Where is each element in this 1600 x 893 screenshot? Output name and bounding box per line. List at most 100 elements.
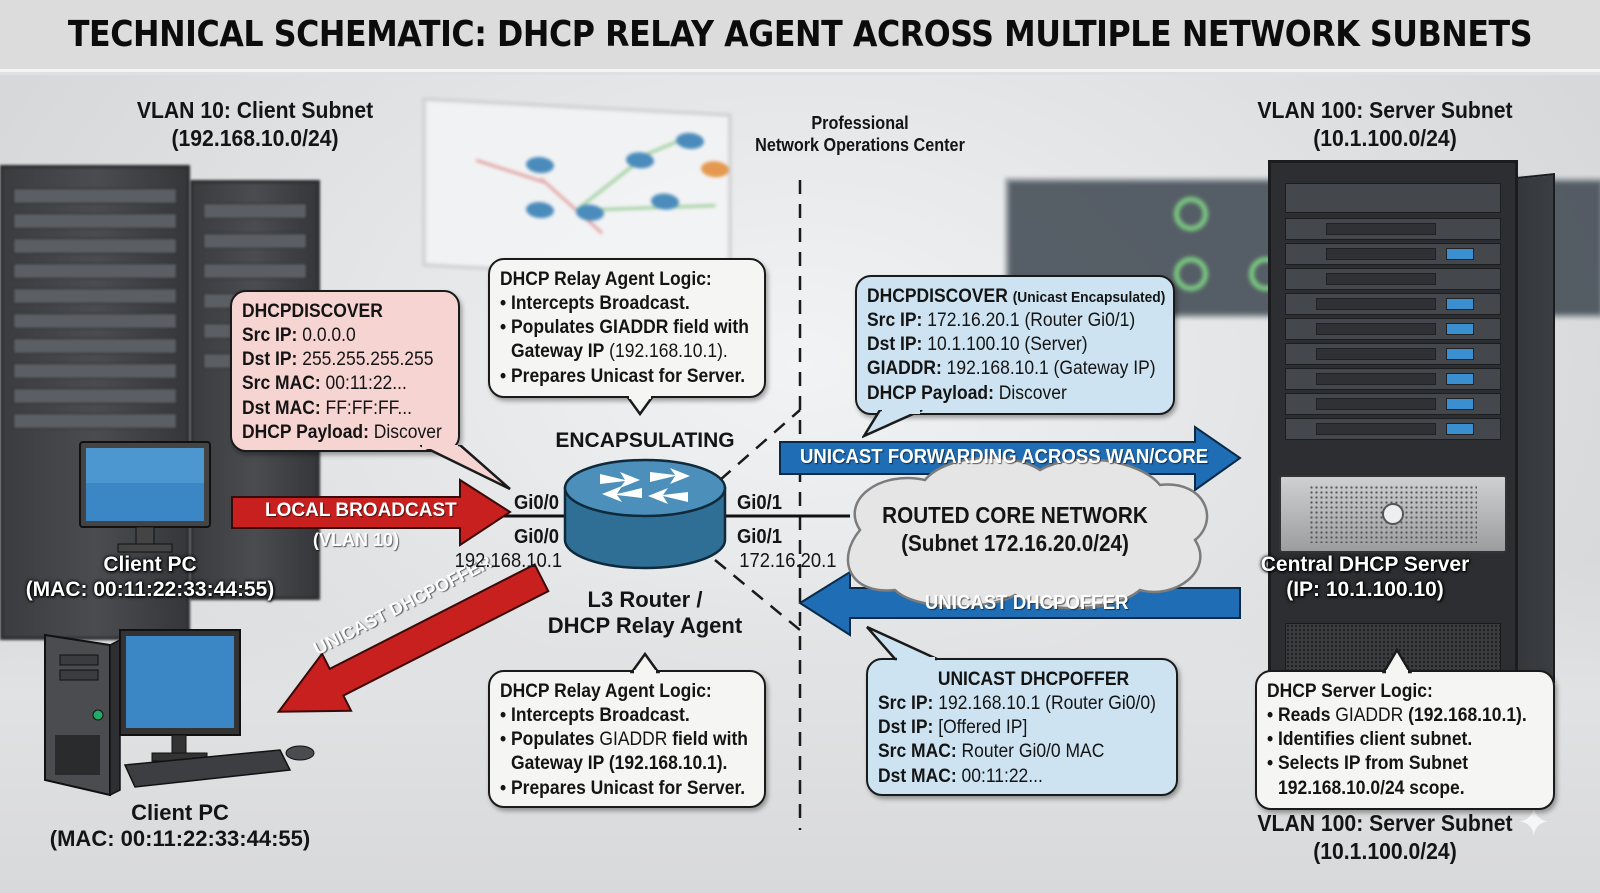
bullet-text: Prepares Unicast for Server. — [510, 365, 746, 387]
router-icon — [563, 458, 727, 570]
client-pc-1-mac: (MAC: 00:11:22:33:44:55) — [25, 578, 275, 602]
bullet: • — [500, 317, 507, 339]
bullet: • — [500, 293, 507, 315]
server-label-line1: Central DHCP Server — [1260, 553, 1470, 576]
callout-dhcpdiscover-encapsulated: DHCPDISCOVER (Unicast Encapsulated) Src … — [855, 275, 1175, 415]
bullet-text: Intercepts Broadcast. — [510, 705, 690, 727]
field-value: 00:11:22... — [325, 373, 407, 395]
left-server-rack-1 — [0, 165, 190, 640]
callout-unicast-dhcpoffer: UNICAST DHCPOFFER Src IP: 192.168.10.1 (… — [866, 658, 1178, 796]
client-pc-2-name: Client PC — [131, 800, 229, 825]
field-key: DHCP Payload: — [242, 421, 369, 443]
field-key: GIADDR: — [867, 358, 942, 380]
encapsulating-label: ENCAPSULATING — [555, 429, 735, 452]
router-gi00-bottom: Gi0/0 — [513, 526, 559, 548]
bullet: • — [1267, 753, 1274, 775]
field-value: 00:11:22... — [961, 765, 1043, 787]
discover-encap-title: DHCPDISCOVER — [867, 286, 1008, 307]
client-pc-monitor-icon — [79, 441, 211, 553]
callout-relay-logic-bottom: DHCP Relay Agent Logic: • Intercepts Bro… — [488, 670, 766, 808]
router-label: L3 Router / DHCP Relay Agent — [530, 587, 760, 640]
callout-pointer — [420, 445, 511, 491]
bullet-text: Prepares Unicast for Server. — [510, 777, 746, 799]
field-value: Router Gi0/0 MAC — [961, 741, 1105, 763]
field-key: DHCP Payload: — [867, 382, 994, 404]
field-value: 10.1.100.10 (Server) — [927, 334, 1088, 356]
bullet-text: Gateway IP (192.168.10.1). — [511, 753, 728, 775]
bullet-text: Intercepts Broadcast. — [510, 293, 690, 315]
field-value: 255.255.255.255 — [302, 349, 434, 371]
client-pc-desktop-icon — [44, 629, 315, 797]
vlan10-title: VLAN 10: Client Subnet — [136, 97, 374, 123]
field-value: 172.16.20.1 (Router Gi0/1) — [927, 310, 1136, 332]
unicast-offer-right-label: UNICAST DHCPOFFER — [925, 592, 1129, 614]
noc-line1: Professional — [811, 113, 909, 133]
offer-title: UNICAST DHCPOFFER — [937, 669, 1130, 690]
router-gi00-ip: 192.168.10.1 — [454, 550, 563, 572]
client-pc-1-label: Client PC (MAC: 00:11:22:33:44:55) — [20, 552, 280, 602]
field-value: Discover — [998, 382, 1067, 404]
callout-pointer — [1382, 648, 1412, 674]
local-broadcast-label: LOCAL BROADCAST — [265, 500, 457, 521]
bullet: • — [500, 365, 507, 387]
local-broadcast-sublabel: (VLAN 10) — [313, 530, 400, 550]
router-gi01-ip: 172.16.20.1 — [739, 550, 837, 572]
unicast-offer-arrow-left — [276, 563, 550, 713]
bullet-text: Reads — [1277, 705, 1331, 727]
core-network-line2: (Subnet 172.16.20.0/24) — [901, 529, 1129, 556]
bullet-text: (192.168.10.1). — [1408, 705, 1527, 727]
bullet-text: Identifies client subnet. — [1277, 729, 1473, 751]
field-value: Discover — [373, 421, 442, 443]
discover-client-title: DHCPDISCOVER — [242, 301, 383, 322]
routed-core-cloud — [846, 456, 1209, 610]
field-key: Src MAC: — [242, 373, 321, 395]
field-key: Src IP: — [242, 325, 298, 347]
router-dashed-lower — [714, 559, 801, 631]
vlan100-bottom-title: VLAN 100: Server Subnet — [1257, 810, 1513, 836]
callout-pointer — [862, 410, 923, 439]
field-key: Src IP: — [878, 693, 934, 715]
client-pc-1-name: Client PC — [103, 553, 197, 576]
bullet: • — [500, 729, 507, 751]
server-logic-title: DHCP Server Logic: — [1267, 681, 1433, 702]
noc-label: Professional Network Operations Center — [734, 113, 986, 156]
relay-top-title: DHCP Relay Agent Logic: — [500, 269, 712, 290]
vlan100-label-bottom: VLAN 100: Server Subnet (10.1.100.0/24) — [1242, 810, 1527, 865]
bullet-text: Selects IP from Subnet — [1277, 753, 1469, 775]
field-key: Src MAC: — [878, 741, 957, 763]
router-gi01-top: Gi0/1 — [736, 492, 782, 514]
field-value: [Offered IP] — [938, 717, 1028, 739]
field-key: Dst IP: — [867, 334, 923, 356]
vlan100-subnet: (10.1.100.0/24) — [1313, 124, 1457, 151]
bullet-text: Populates — [510, 729, 595, 751]
unicast-forwarding-label: UNICAST FORWARDING ACROSS WAN/CORE — [800, 446, 1209, 468]
core-network-line1: ROUTED CORE NETWORK — [882, 502, 1148, 528]
vlan10-label: VLAN 10: Client Subnet (192.168.10.0/24) — [122, 97, 389, 152]
page-title: TECHNICAL SCHEMATIC: DHCP RELAY AGENT AC… — [67, 14, 1533, 55]
vlan100-title: VLAN 100: Server Subnet — [1257, 97, 1513, 123]
bullet: • — [1267, 705, 1274, 727]
bullet-text: Populates GIADDR field with — [510, 317, 749, 339]
client-pc-2-label: Client PC (MAC: 00:11:22:33:44:55) — [30, 800, 330, 853]
field-value: 192.168.10.1 (Router Gi0/0) — [938, 693, 1156, 715]
page-header: TECHNICAL SCHEMATIC: DHCP RELAY AGENT AC… — [0, 0, 1600, 72]
bullet: • — [500, 705, 507, 727]
callout-pointer — [630, 652, 660, 674]
vlan100-bottom-subnet: (10.1.100.0/24) — [1313, 837, 1457, 864]
central-dhcp-server-unit — [1279, 475, 1507, 553]
field-key: Dst MAC: — [878, 765, 957, 787]
router-dashed-upper — [719, 409, 801, 481]
router-gi01-bottom: Gi0/1 — [736, 526, 782, 548]
server-label-line2: (IP: 10.1.100.10) — [1286, 578, 1444, 602]
field-value: 0.0.0.0 — [302, 325, 356, 347]
field-key: Dst IP: — [242, 349, 298, 371]
noc-line2: Network Operations Center — [755, 134, 965, 155]
core-network-label: ROUTED CORE NETWORK (Subnet 172.16.20.0/… — [880, 502, 1150, 557]
bullet: • — [500, 777, 507, 799]
bullet-text: 192.168.10.0/24 scope. — [1278, 777, 1465, 799]
bullet-text: field with — [672, 729, 748, 751]
callout-dhcp-server-logic: DHCP Server Logic: • Reads GIADDR (192.1… — [1255, 670, 1555, 810]
router-label-line1: L3 Router / — [587, 587, 703, 612]
bullet: • — [1267, 729, 1274, 751]
